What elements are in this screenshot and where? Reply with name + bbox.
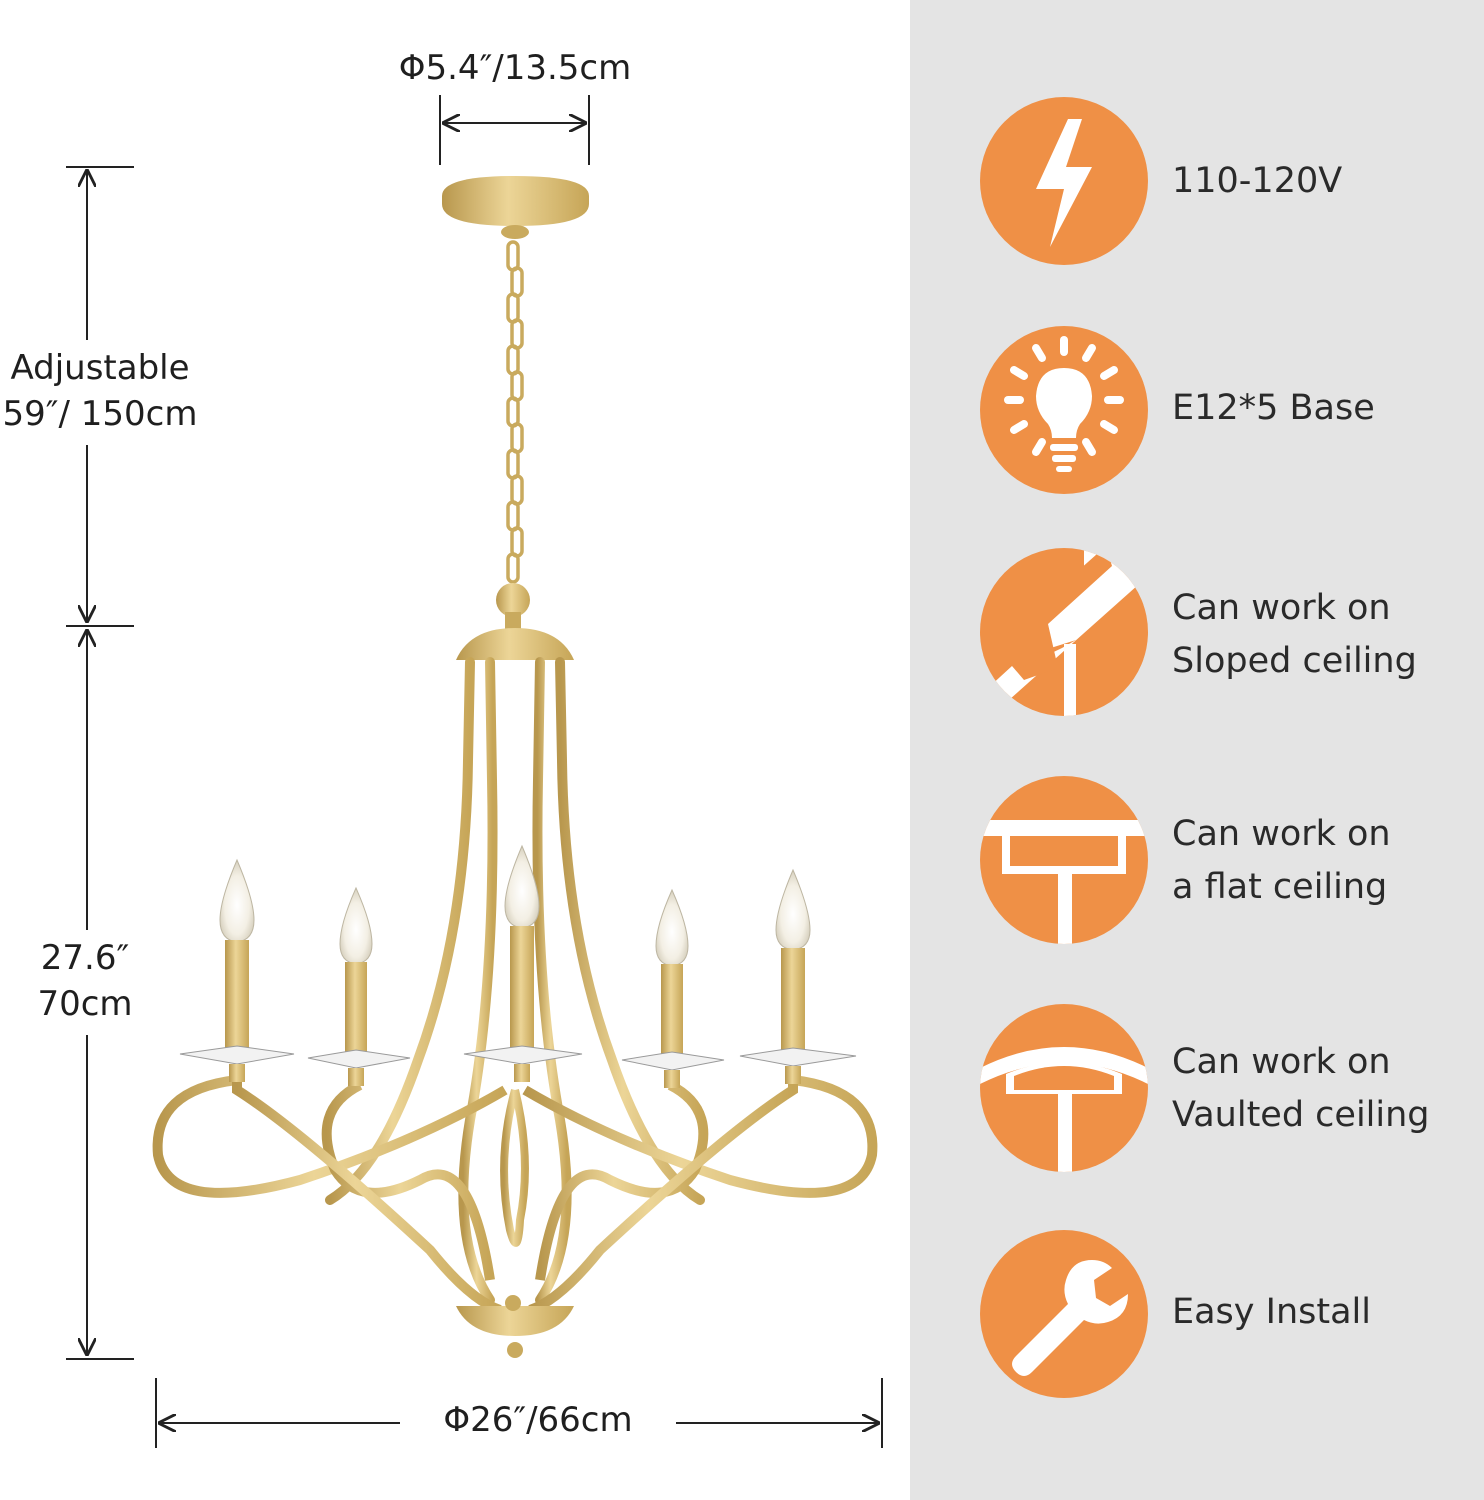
chain-length-label-line1: Adjustable [10, 348, 190, 388]
wrench-icon [980, 1230, 1148, 1398]
feature-bulb-base-label: E12*5 Base [1172, 382, 1375, 435]
feature-bulb-base: E12*5 Base [980, 326, 1480, 496]
feature-bulb-base-text: E12*5 Base [1172, 388, 1375, 428]
canopy-diameter-label: Φ5.4″/13.5cm [398, 48, 632, 88]
vaulted-ceiling-icon [980, 1004, 1148, 1172]
feature-flat-ceiling-label: Can work on a flat ceiling [1172, 808, 1391, 914]
lightning-bolt-icon [980, 97, 1148, 265]
flat-ceiling-icon [980, 776, 1148, 944]
feature-vaulted-ceiling-line1: Can work on [1172, 1042, 1391, 1082]
feature-flat-ceiling: Can work on a flat ceiling [980, 776, 1480, 946]
feature-vaulted-ceiling-label: Can work on Vaulted ceiling [1172, 1036, 1430, 1142]
feature-sloped-ceiling-label: Can work on Sloped ceiling [1172, 582, 1417, 688]
body-diameter-label: Φ26″/66cm [443, 1400, 633, 1440]
body-height-label-line2: 70cm [37, 984, 133, 1024]
feature-flat-ceiling-line2: a flat ceiling [1172, 867, 1388, 907]
feature-easy-install-text: Easy Install [1172, 1292, 1371, 1332]
chain-length-label-line2: 59″/ 150cm [2, 394, 198, 434]
feature-vaulted-ceiling: Can work on Vaulted ceiling [980, 1004, 1480, 1174]
feature-sloped-ceiling: Can work on Sloped ceiling [980, 548, 1480, 718]
dimension-lines [66, 95, 883, 1448]
feature-vaulted-ceiling-line2: Vaulted ceiling [1172, 1095, 1430, 1135]
feature-easy-install-label: Easy Install [1172, 1286, 1371, 1339]
features-panel: 110-120V [910, 0, 1484, 1500]
feature-sloped-ceiling-line2: Sloped ceiling [1172, 641, 1417, 681]
feature-sloped-ceiling-line1: Can work on [1172, 588, 1391, 628]
feature-voltage-label: 110-120V [1172, 155, 1342, 208]
product-diagram: Φ5.4″/13.5cm Adjustable 59″/ 150cm 27.6″… [2, 48, 883, 1448]
sloped-ceiling-icon [980, 548, 1148, 716]
body-height-label-line1: 27.6″ [40, 938, 130, 978]
chandelier-illustration [152, 176, 878, 1358]
feature-voltage-text: 110-120V [1172, 161, 1343, 201]
feature-flat-ceiling-line1: Can work on [1172, 814, 1391, 854]
light-bulb-icon [980, 326, 1148, 494]
feature-voltage: 110-120V [980, 97, 1480, 267]
feature-easy-install: Easy Install [980, 1230, 1480, 1400]
